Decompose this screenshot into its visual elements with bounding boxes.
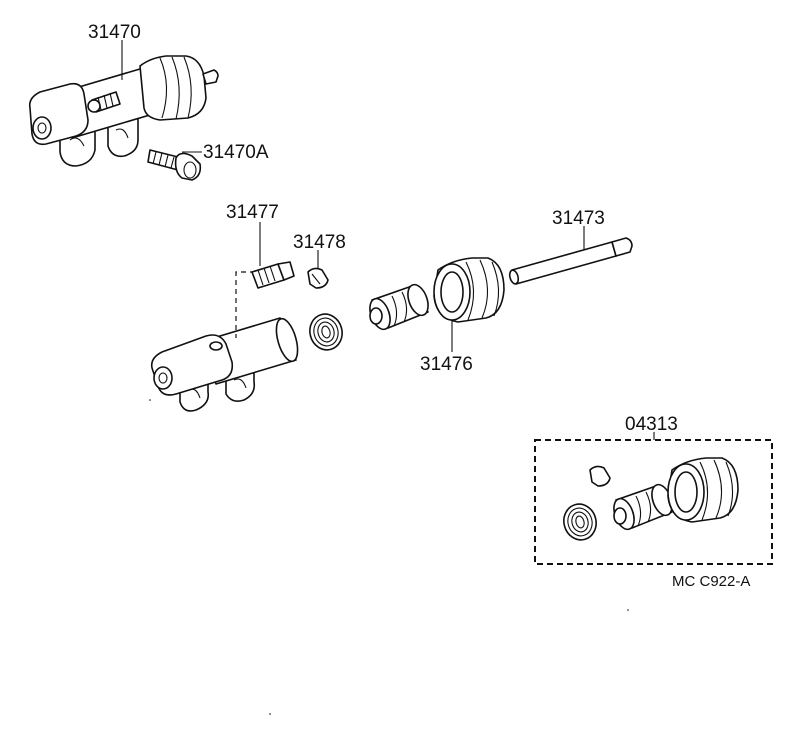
push-rod-part	[508, 237, 633, 285]
scan-speck	[627, 609, 629, 611]
kit-boot	[667, 457, 739, 523]
bleeder-cap-part	[307, 267, 329, 289]
spring-part	[309, 313, 343, 351]
kit-cap	[589, 465, 611, 487]
label-repair-kit: 04313	[625, 414, 678, 435]
label-bleeder-cap: 31478	[293, 232, 346, 253]
cylinder-body	[150, 317, 299, 412]
figure-reference: MC C922-A	[672, 573, 750, 590]
piston-part	[369, 283, 429, 331]
label-bleeder-plug: 31470A	[203, 142, 269, 163]
label-cylinder-assy: 31470	[88, 22, 141, 43]
repair-kit-box	[534, 439, 773, 565]
label-push-rod: 31473	[552, 208, 605, 229]
label-boot: 31476	[420, 354, 473, 375]
kit-spring	[563, 503, 597, 541]
kit-piston	[613, 483, 673, 531]
label-bleeder-screw: 31477	[226, 202, 279, 223]
boot-part	[433, 257, 505, 323]
scan-speck	[269, 713, 271, 715]
bleeder-screw-part	[251, 261, 295, 289]
scan-speck	[149, 399, 151, 401]
bleeder-plug-part	[147, 149, 202, 181]
cylinder-assembly-top	[28, 55, 219, 167]
